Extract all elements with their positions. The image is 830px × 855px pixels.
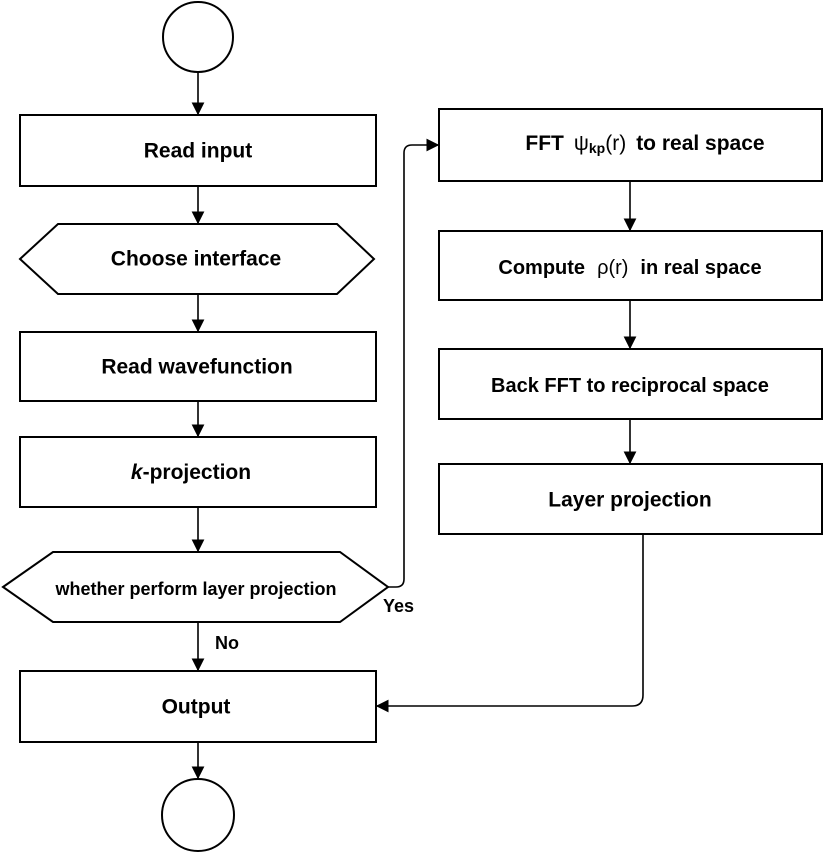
edge-layer-projection-to-output <box>375 534 644 713</box>
compute-suffix: in real space <box>640 257 761 279</box>
decision-label: whether perform layer projection <box>54 579 336 599</box>
compute-prefix: Compute <box>498 257 585 279</box>
start-terminal <box>162 1 234 73</box>
read-wavefunction-box <box>19 331 377 402</box>
decision-hexagon <box>1 551 390 623</box>
read-input-box <box>19 114 377 187</box>
back-fft-label: Back FFT to reciprocal space <box>491 375 769 397</box>
edge-decision-yes-to-fft <box>388 138 440 588</box>
output-box <box>19 670 377 743</box>
k-projection-box <box>19 436 377 508</box>
no-label: No <box>215 633 239 653</box>
compute-box <box>438 230 823 301</box>
fft-label: FFT ψkp(r) to real space <box>525 132 764 157</box>
k-projection-italic-k: k <box>131 461 144 484</box>
yes-label: Yes <box>383 596 414 616</box>
fft-psi: ψ <box>574 132 589 155</box>
layer-projection-box <box>438 463 823 535</box>
read-input-label: Read input <box>144 140 253 163</box>
read-wavefunction-label: Read wavefunction <box>101 356 292 379</box>
fft-subscript: kp <box>589 140 605 156</box>
k-projection-rest: -projection <box>143 461 252 484</box>
layer-projection-label: Layer projection <box>548 489 711 512</box>
end-terminal <box>161 778 235 852</box>
fft-arg: (r) <box>605 132 626 155</box>
fft-box <box>438 108 823 182</box>
choose-interface-label: Choose interface <box>111 248 281 271</box>
compute-label: Compute ρ(r) in real space <box>498 257 761 279</box>
k-projection-label: k-projection <box>131 461 251 484</box>
compute-rho: ρ(r) <box>597 257 628 279</box>
output-label: Output <box>162 696 231 719</box>
back-fft-box <box>438 348 823 420</box>
fft-suffix: to real space <box>636 132 764 155</box>
choose-interface-hexagon <box>18 223 376 295</box>
fft-prefix: FFT <box>525 132 564 155</box>
